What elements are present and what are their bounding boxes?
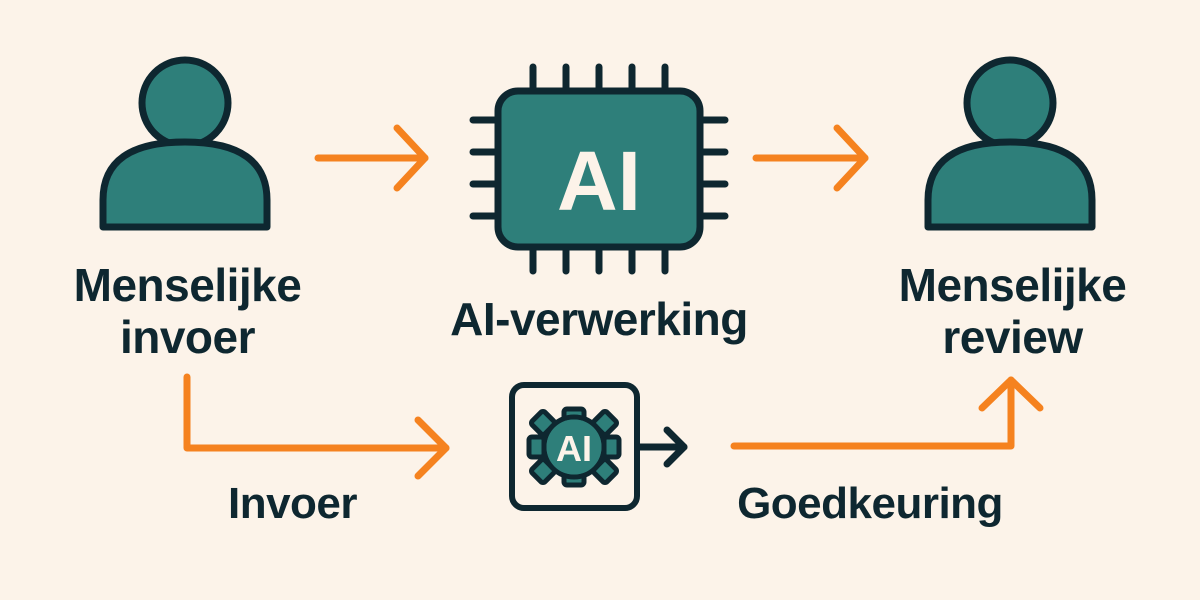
input-flow-arrow [183,373,450,480]
arrow-right-icon [314,124,429,192]
ai-processing-label: AI-verwerking [450,293,748,345]
chip-label: AI [557,134,641,228]
person-icon [924,56,1096,231]
human-review-label-line2: review [942,311,1083,363]
arrow-right-icon [752,124,869,192]
arrow-right-icon [636,426,688,468]
input-label: Invoer [227,479,358,528]
person-icon [99,56,271,231]
human-review-label-line1: Menselijke [898,259,1127,311]
gear-label: AI [556,428,592,469]
approval-label: Goedkeuring [737,479,1003,528]
ai-gear-icon: AI [509,382,640,511]
approval-flow-arrow [730,376,1044,450]
human-input-label: Menselijke invoer [45,262,330,360]
human-input-label-line2: invoer [119,311,256,363]
ai-chip-icon: AI [469,63,729,275]
human-input-label-line1: Menselijke [73,259,302,311]
human-review-label: Menselijke review [870,262,1155,360]
